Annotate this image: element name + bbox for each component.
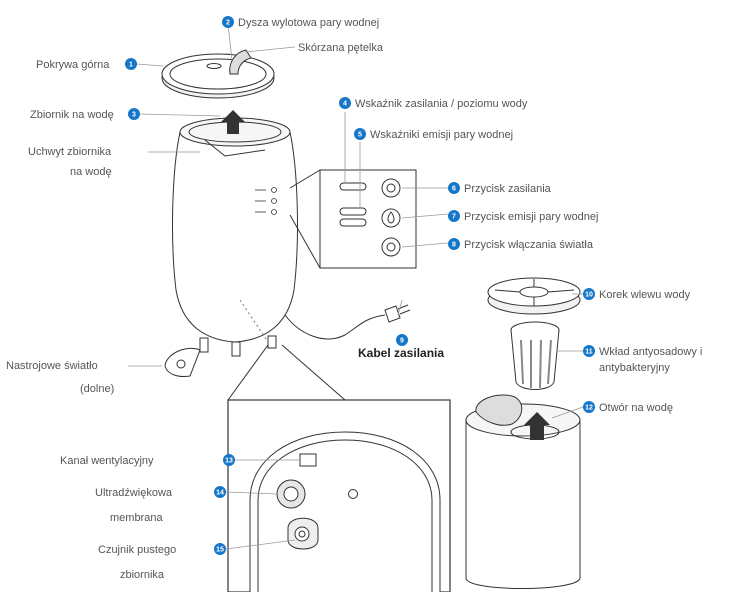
svg-text:13: 13 [225, 458, 233, 465]
water-tank [465, 394, 581, 589]
water-inlet-cap [487, 277, 581, 315]
label-membrane-2: membrana [110, 512, 163, 524]
svg-text:11: 11 [585, 349, 593, 356]
badge-10 [583, 288, 595, 300]
badge-6 [448, 182, 460, 194]
label-tank-handle-1: Uchwyt zbiornika [28, 146, 112, 158]
label-water-tank: Zbiornik na wodę [30, 109, 114, 121]
top-cover [161, 49, 275, 99]
label-tank-handle-2: na wodę [70, 166, 112, 178]
badge-7 [448, 210, 460, 222]
callout-badges [125, 16, 595, 555]
svg-text:6: 6 [452, 186, 456, 193]
badge-13 [223, 454, 235, 466]
label-sensor-2: zbiornika [120, 569, 165, 581]
label-leather-loop: Skórzana pętelka [298, 42, 384, 54]
svg-text:9: 9 [400, 338, 404, 345]
badge-9 [396, 334, 408, 346]
label-steam-button: Przycisk emisji pary wodnej [464, 211, 598, 223]
svg-text:15: 15 [216, 547, 224, 554]
label-membrane-1: Ultradźwiękowa [95, 487, 173, 499]
antibacterial-cartridge [510, 321, 560, 390]
label-mood-light-1: Nastrojowe światło [6, 360, 98, 372]
svg-text:3: 3 [132, 112, 136, 119]
up-arrow-icon [524, 412, 550, 440]
label-mood-light-2: (dolne) [80, 383, 114, 395]
label-water-opening: Otwór na wodę [599, 402, 673, 414]
up-arrow-icon [221, 110, 245, 134]
svg-text:5: 5 [358, 132, 362, 139]
label-steam-nozzle: Dysza wylotowa pary wodnej [238, 17, 379, 29]
svg-text:7: 7 [452, 214, 456, 221]
label-cartridge-1: Wkład antyosadowy i [599, 346, 702, 358]
bottom-view-zoom [227, 344, 451, 592]
label-vent-channel: Kanał wentylacyjny [60, 455, 154, 467]
badge-14 [214, 486, 226, 498]
svg-text:8: 8 [452, 242, 456, 249]
svg-text:1: 1 [129, 62, 133, 69]
svg-text:14: 14 [216, 490, 224, 497]
badge-2 [222, 16, 234, 28]
label-power-indicator: Wskaźnik zasilania / poziomu wody [355, 98, 528, 110]
svg-text:12: 12 [585, 405, 593, 412]
label-power-cable: Kabel zasilania [358, 346, 444, 360]
badge-8 [448, 238, 460, 250]
badge-3 [128, 108, 140, 120]
badge-11 [583, 345, 595, 357]
label-cartridge-2: antybakteryjny [599, 362, 670, 374]
badge-15 [214, 543, 226, 555]
main-body [164, 110, 298, 377]
svg-text:2: 2 [226, 20, 230, 27]
svg-text:10: 10 [585, 292, 593, 299]
power-cable [284, 304, 411, 340]
badge-5 [354, 128, 366, 140]
control-panel-callout [289, 112, 417, 269]
badge-4 [339, 97, 351, 109]
label-light-button: Przycisk włączania światła [464, 239, 594, 251]
svg-text:4: 4 [343, 101, 347, 108]
leader-lines [128, 23, 584, 550]
leather-loop [229, 49, 252, 75]
label-top-cover: Pokrywa górna [36, 59, 110, 71]
label-inlet-cap: Korek wlewu wody [599, 289, 691, 301]
label-steam-indicators: Wskaźniki emisji pary wodnej [370, 129, 513, 141]
label-power-button: Przycisk zasilania [464, 183, 552, 195]
badge-12 [583, 401, 595, 413]
badge-1 [125, 58, 137, 70]
label-sensor-1: Czujnik pustego [98, 544, 176, 556]
